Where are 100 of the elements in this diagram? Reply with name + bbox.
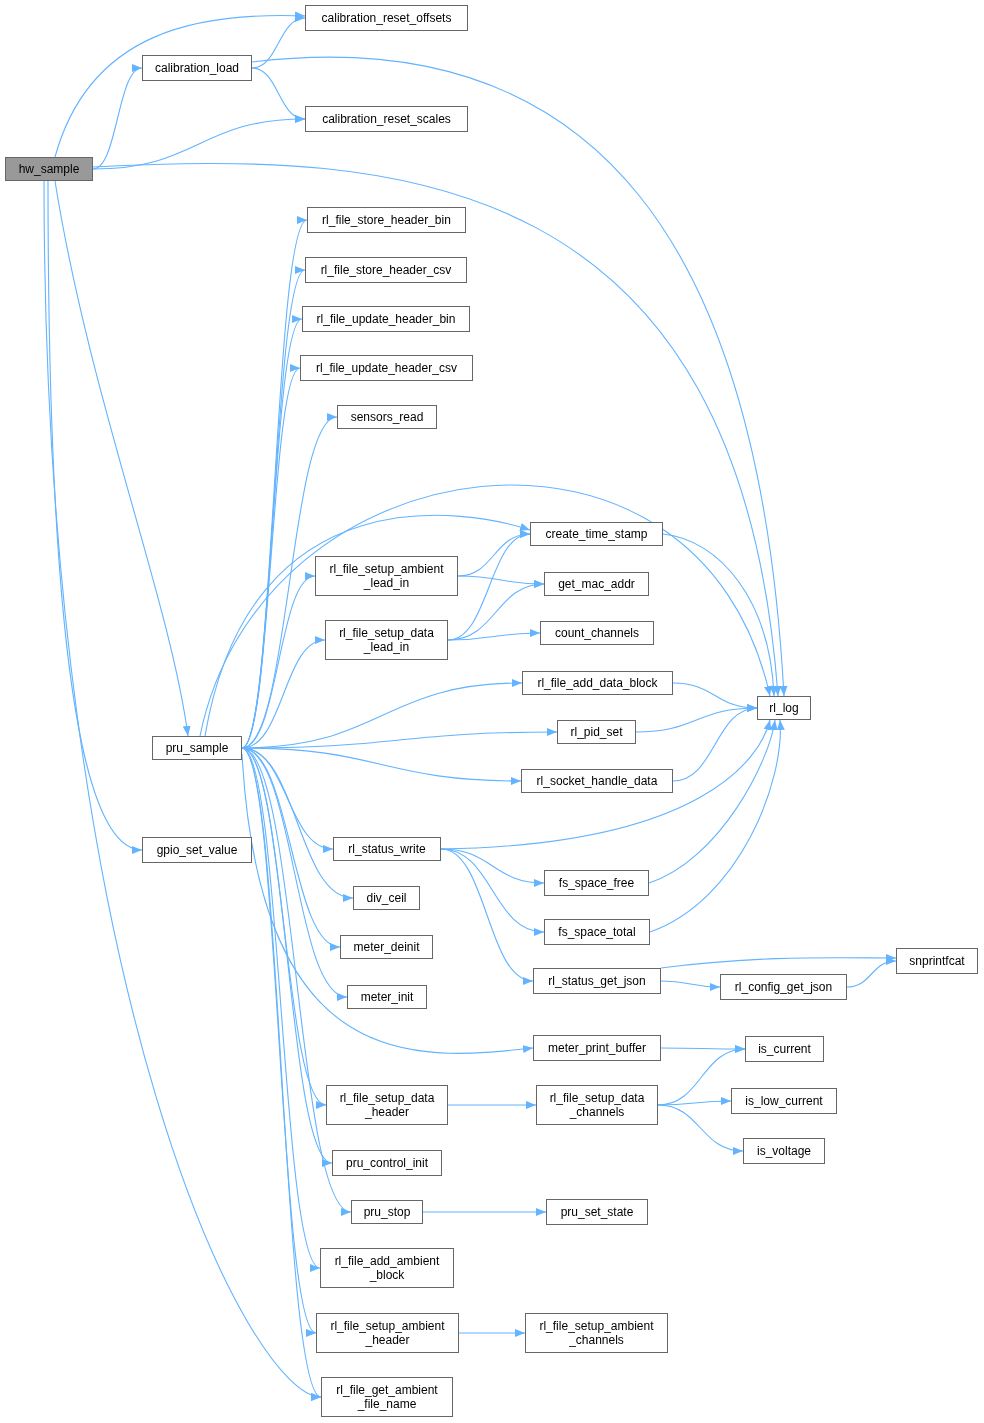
function-box <box>347 985 427 1009</box>
function-name: rl_file_setup_data _channels <box>548 1091 646 1119</box>
arrow <box>47 180 143 852</box>
function-name: rl_file_store_header_bin <box>322 213 451 227</box>
arrow <box>447 629 541 641</box>
function-box <box>546 1199 648 1225</box>
function-name: meter_init <box>360 990 414 1004</box>
function-box <box>320 1248 454 1288</box>
function-box <box>896 948 978 974</box>
arrow <box>204 514 531 737</box>
function-name: pru_stop <box>363 1205 411 1219</box>
function-box <box>326 1085 448 1125</box>
function-name: calibration_reset_scales <box>322 112 451 126</box>
function-box <box>305 5 468 31</box>
function-box <box>533 968 661 994</box>
function-box <box>544 870 649 896</box>
function-box <box>530 522 663 546</box>
function-box <box>544 919 650 945</box>
function-box <box>307 207 466 233</box>
function-box <box>337 405 437 429</box>
arrow <box>458 1329 526 1337</box>
function-name: snprintfcat <box>909 954 965 968</box>
function-box <box>305 257 467 283</box>
function-name: rl_file_setup_ambient _lead_in <box>328 562 445 590</box>
function-box <box>305 106 468 132</box>
function-box <box>353 886 420 910</box>
function-box <box>533 1035 661 1061</box>
arrow <box>251 15 306 69</box>
arrow <box>241 747 322 1398</box>
function-box <box>743 1138 825 1164</box>
function-name: create_time_stamp <box>545 527 648 541</box>
function-name: rl_config_get_json <box>734 980 833 994</box>
function-name: rl_file_add_data_block <box>537 676 658 690</box>
arrow <box>657 1097 732 1106</box>
function-name: get_mac_addr <box>558 577 635 591</box>
function-box <box>536 1085 658 1125</box>
arrow <box>440 848 534 983</box>
function-name: rl_status_get_json <box>548 974 646 988</box>
arrow <box>662 533 778 697</box>
function-name: is_voltage <box>756 1144 811 1158</box>
function-name: rl_file_add_ambient _block <box>333 1254 441 1282</box>
function-box <box>5 157 93 181</box>
function-box <box>720 974 847 1000</box>
arrow <box>648 719 777 884</box>
arrow <box>846 957 897 988</box>
function-name: rl_file_update_header_bin <box>316 312 456 326</box>
function-box <box>300 355 473 381</box>
function-box <box>325 620 448 660</box>
arrow <box>54 180 191 737</box>
function-name: rl_file_get_ambient _file_name <box>335 1383 439 1411</box>
arrow <box>649 719 785 933</box>
function-box <box>522 671 673 695</box>
arrow <box>251 56 788 697</box>
function-name: rl_file_setup_data _header <box>338 1091 436 1119</box>
function-box <box>544 572 649 596</box>
function-name: rl_file_setup_ambient _channels <box>538 1319 655 1347</box>
arrow <box>422 1208 547 1216</box>
function-name: sensors_read <box>350 410 424 424</box>
arrow <box>92 163 781 697</box>
function-box <box>351 1200 423 1224</box>
arrow <box>440 719 771 850</box>
function-name: rl_socket_handle_data <box>536 774 658 788</box>
arrow <box>657 1104 744 1155</box>
arrow <box>672 705 758 782</box>
arrow <box>43 180 322 1398</box>
function-name: rl_file_store_header_csv <box>320 263 452 277</box>
function-box <box>745 1036 824 1062</box>
function-name: rl_log <box>769 701 799 715</box>
function-name: pru_control_init <box>345 1156 429 1170</box>
function-name: count_channels <box>554 626 640 640</box>
arrow <box>54 11 306 158</box>
arrow <box>251 67 306 122</box>
function-box <box>316 1313 459 1353</box>
function-box <box>557 720 636 744</box>
arrow <box>660 953 897 969</box>
function-box <box>525 1313 668 1353</box>
function-name: gpio_set_value <box>156 843 238 857</box>
function-box <box>540 621 654 645</box>
function-box <box>302 306 470 332</box>
function-box <box>731 1088 837 1114</box>
function-name: calibration_load <box>154 61 240 75</box>
function-name: fs_space_total <box>558 925 636 939</box>
function-name: rl_file_update_header_csv <box>316 361 457 375</box>
arrow <box>199 485 771 737</box>
function-name: calibration_reset_offsets <box>321 11 452 25</box>
function-name: pru_set_state <box>560 1205 634 1219</box>
function-name: fs_space_free <box>558 876 635 890</box>
function-name: hw_sample <box>18 162 80 176</box>
function-name: is_low_current <box>745 1094 823 1108</box>
function-box <box>521 769 673 793</box>
function-name: pru_sample <box>165 741 229 755</box>
function-name: meter_deinit <box>353 940 420 954</box>
function-box <box>332 1150 442 1176</box>
function-box <box>340 935 433 959</box>
function-name: div_ceil <box>366 891 407 905</box>
arrow <box>447 1101 537 1109</box>
function-box <box>757 696 811 720</box>
function-name: meter_print_buffer <box>548 1041 646 1055</box>
function-name: rl_status_write <box>348 842 426 856</box>
arrow <box>660 980 721 991</box>
